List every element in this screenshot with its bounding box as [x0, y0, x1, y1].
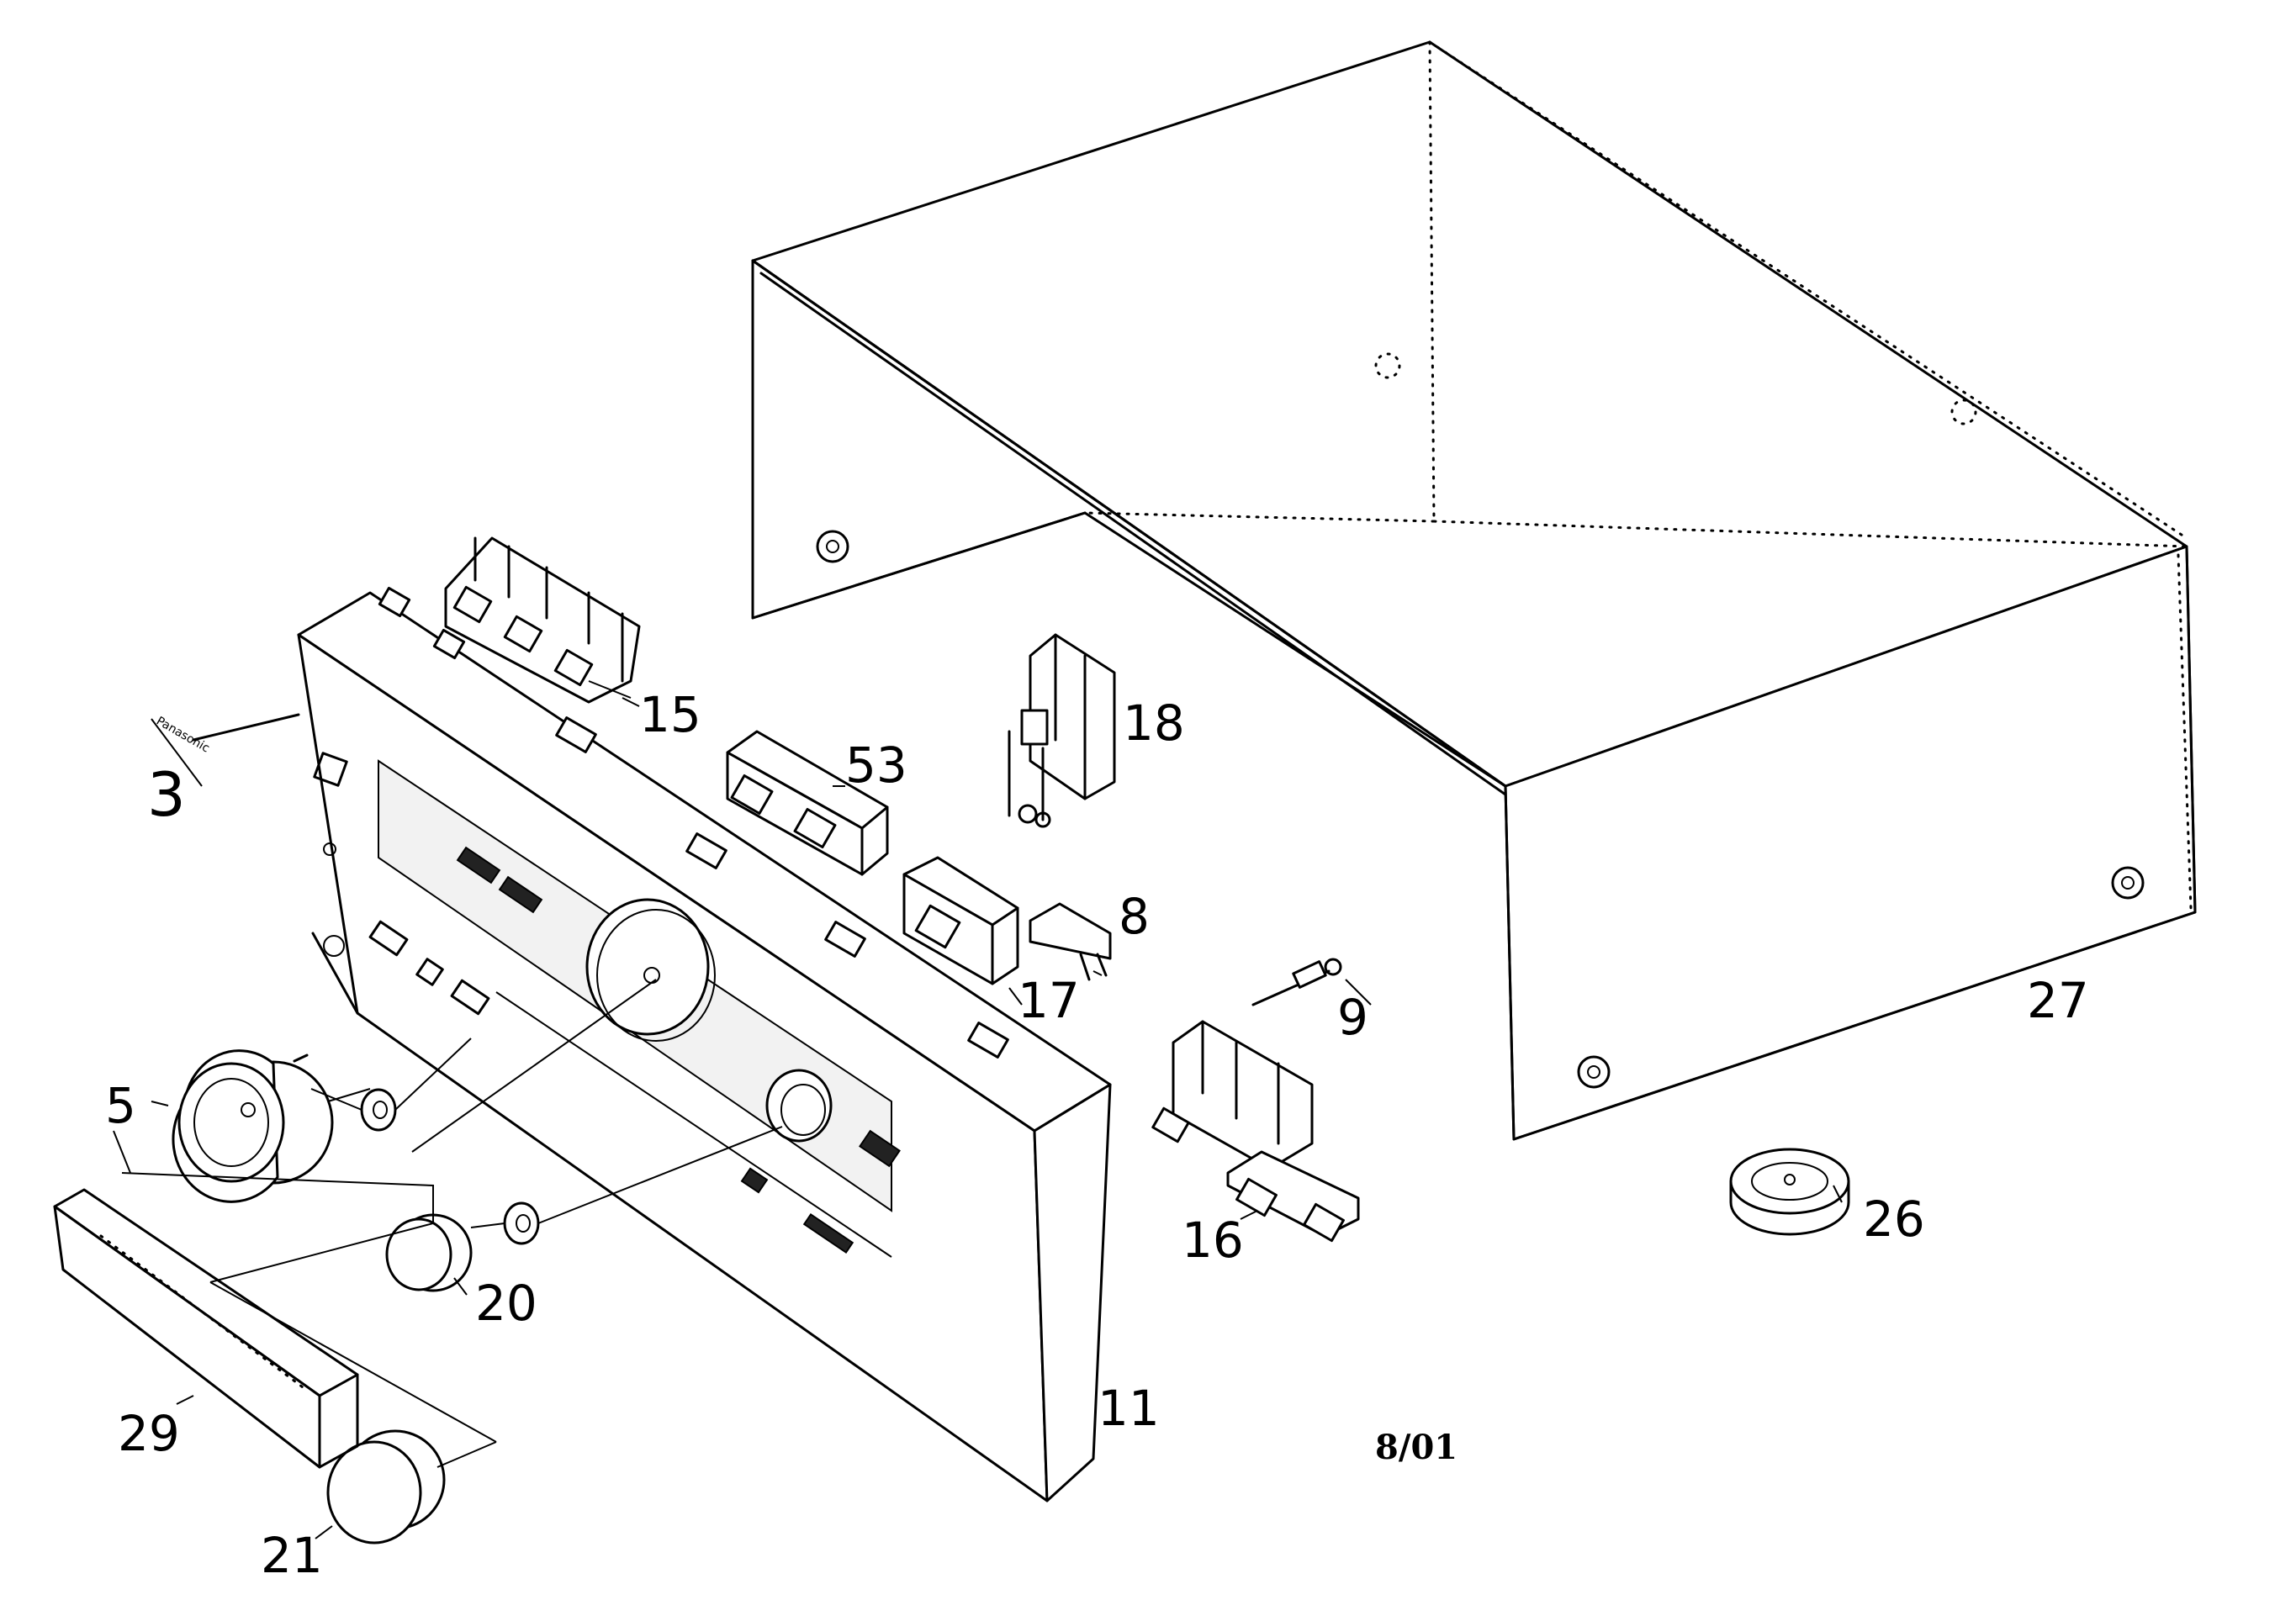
panel-button [498, 875, 543, 914]
panel-logo [313, 752, 348, 787]
callout-window-lens: 29 [118, 1405, 180, 1462]
callout-knob-bottom: 21 [261, 1527, 323, 1584]
callout-cover: 27 [2027, 972, 2089, 1029]
switch-block-53 [726, 730, 889, 876]
knob-5 [172, 1049, 371, 1203]
panel-button [415, 958, 444, 986]
knob-21 [326, 1429, 446, 1545]
nut [503, 1201, 540, 1245]
foot-26 [1729, 1148, 1850, 1236]
clip-8 [1029, 902, 1112, 981]
switch-block-15 [444, 536, 641, 704]
callout-foot: 26 [1863, 1191, 1925, 1248]
switch-block-17 [902, 856, 1019, 985]
callout-knob-large: 5 [105, 1077, 136, 1134]
cover-vent-mark [1374, 352, 1401, 379]
callout-clip: 8 [1119, 888, 1150, 945]
cover-screw-front-left [1577, 1055, 1611, 1089]
switch-block-16 [1151, 1020, 1360, 1243]
callout-switch-top-left: 15 [639, 686, 701, 743]
main-dial [585, 898, 716, 1042]
panel-button [859, 1129, 901, 1168]
window-lens-29 [53, 1188, 359, 1469]
nut [360, 1088, 397, 1132]
callout-panel-body: 11 [1098, 1380, 1160, 1437]
panel-button [456, 846, 501, 884]
panel-indicator [323, 842, 336, 856]
footer-code: 8/01 [1375, 1428, 1457, 1467]
callout-pin: 9 [1337, 989, 1368, 1046]
panel-indicator [323, 935, 345, 957]
callout-switch-top-right: 18 [1123, 694, 1185, 752]
panel-button [802, 1213, 854, 1254]
leader-lines [113, 697, 1843, 1539]
pin-9 [1251, 958, 1342, 1006]
panel-button [450, 979, 490, 1016]
cover-screw-front-right [2111, 866, 2145, 900]
callout-switch-top-mid: 53 [845, 737, 907, 794]
switch-block-18 [1008, 633, 1116, 828]
callout-switch-bottom: 16 [1182, 1212, 1244, 1269]
callout-knob-small: 20 [475, 1275, 537, 1332]
front-panel: Panasonic [154, 586, 1112, 1502]
knob-20 [385, 1213, 473, 1292]
cover-screw-left [816, 530, 849, 563]
callout-switch-mid: 17 [1018, 972, 1080, 1029]
cabinet-cover [751, 40, 2197, 1141]
panel-button [368, 920, 409, 957]
callout-labels: 27 3 11 5 15 53 18 8 17 9 16 20 21 29 26 [105, 686, 2089, 1584]
cover-vent-mark-right [1950, 399, 1977, 425]
callout-front-panel: 3 [147, 759, 186, 830]
secondary-dial [765, 1069, 833, 1143]
panel-button [740, 1167, 769, 1194]
